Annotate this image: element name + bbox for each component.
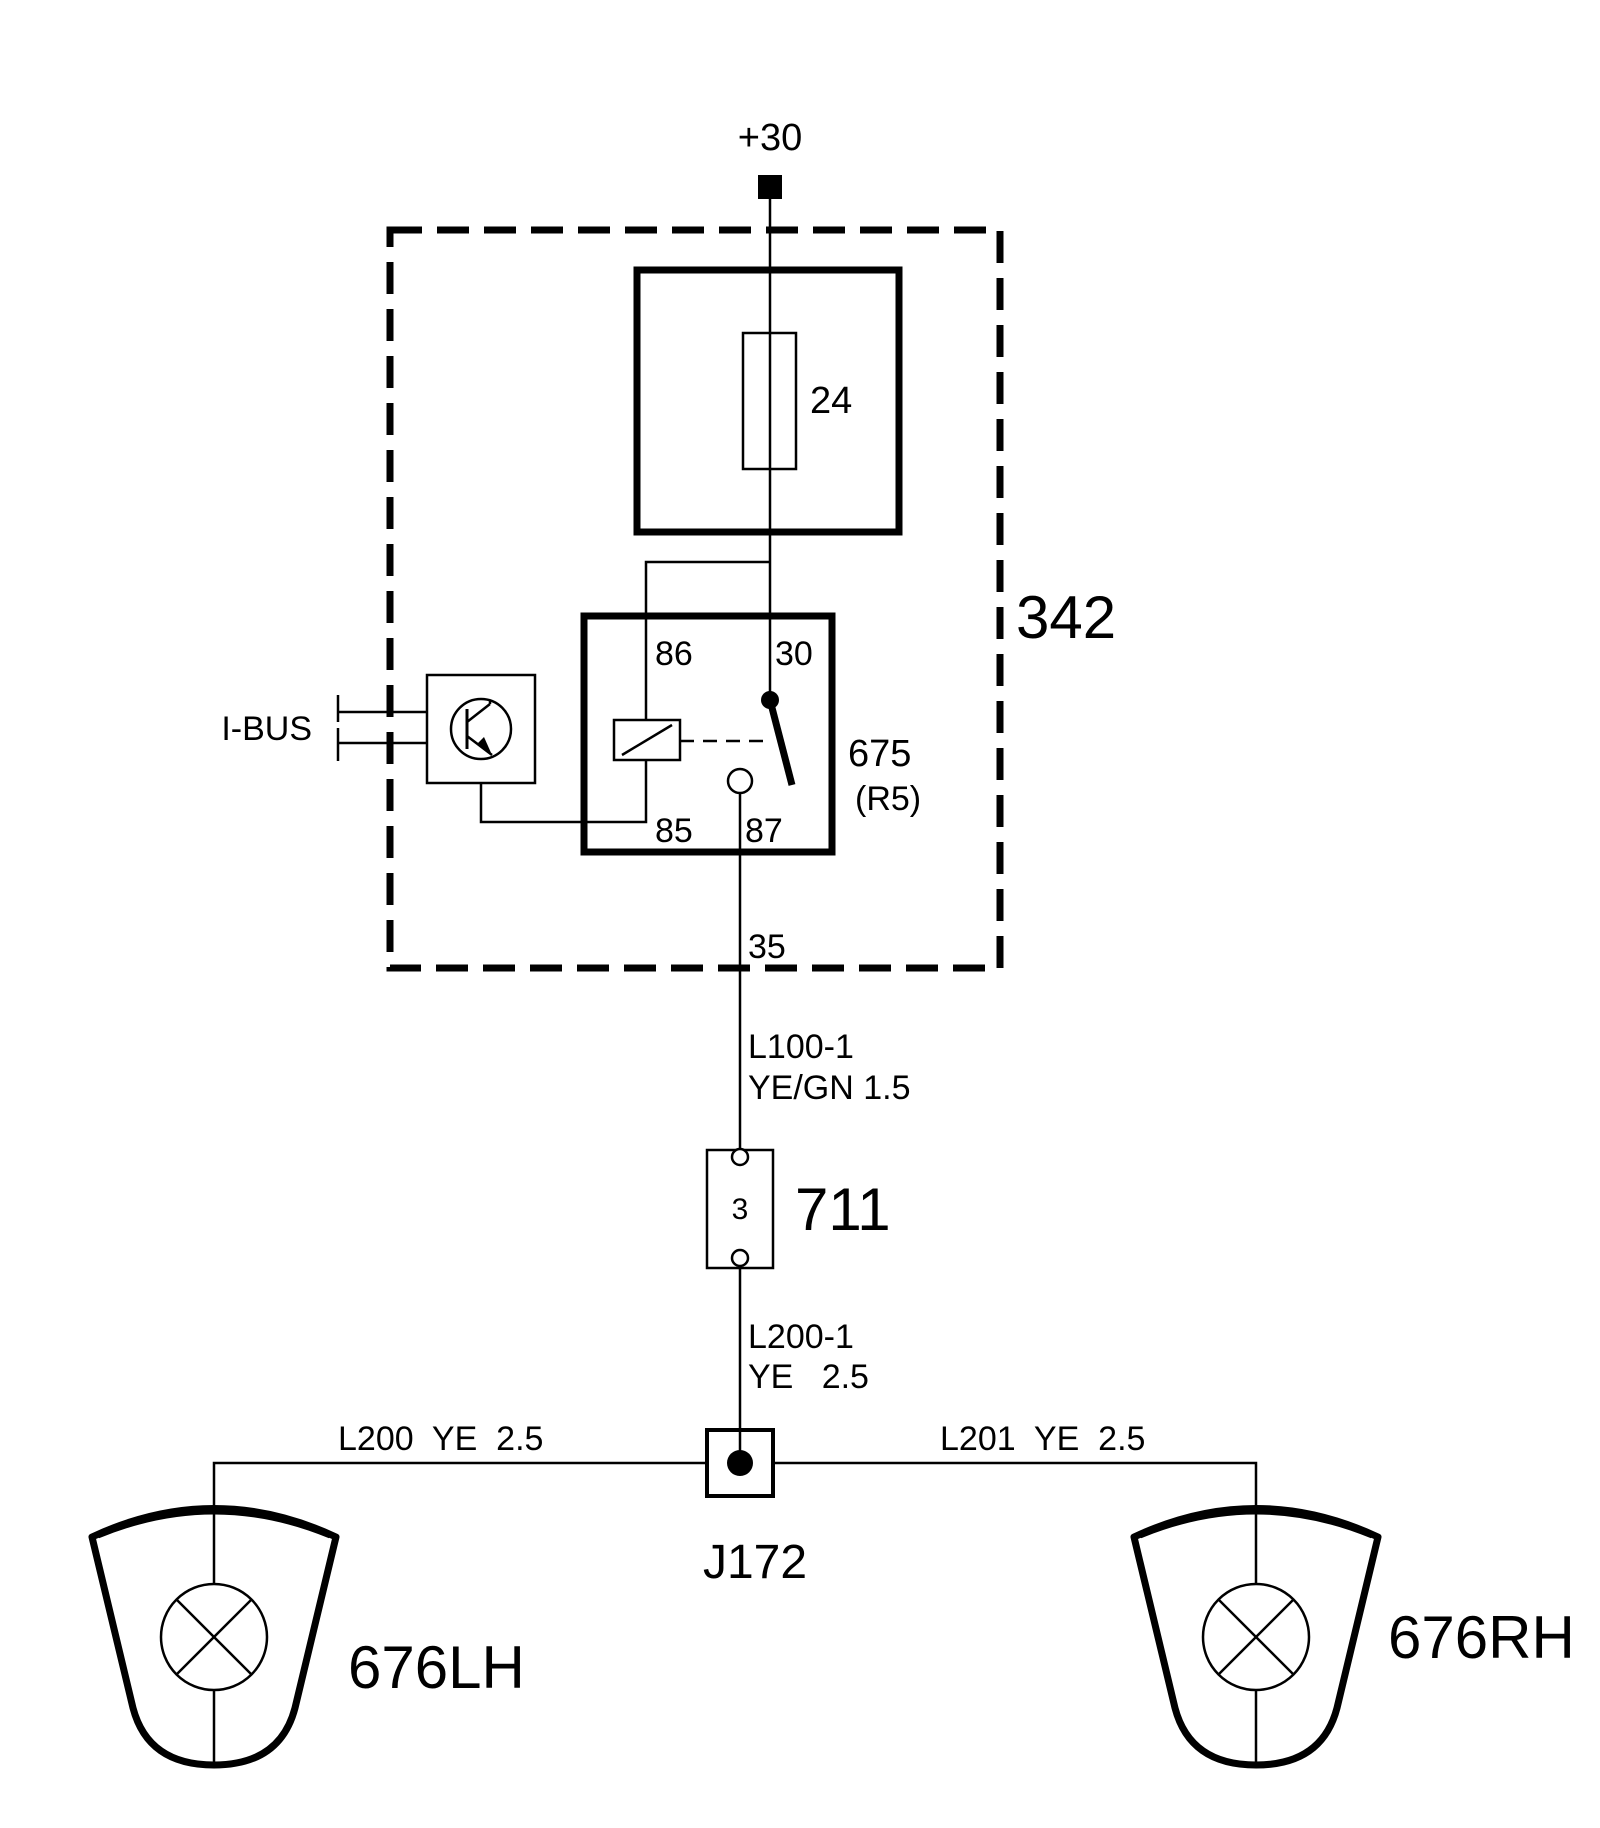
i-bus-connection: I-BUS bbox=[221, 695, 427, 761]
pin-87-label: 87 bbox=[745, 812, 783, 850]
wire-l200-label: L200 YE 2.5 bbox=[338, 1420, 543, 1458]
wire-l200-1-spec: YE 2.5 bbox=[748, 1358, 869, 1396]
connector-label: 711 bbox=[795, 1176, 891, 1243]
supply-label: +30 bbox=[738, 117, 802, 159]
wire-l201-label: L201 YE 2.5 bbox=[940, 1420, 1145, 1458]
pin-30-label: 30 bbox=[775, 635, 813, 673]
pin-86-label: 86 bbox=[655, 635, 693, 673]
switch-arm bbox=[766, 699, 796, 786]
wire-l100-1-spec: YE/GN 1.5 bbox=[748, 1069, 911, 1107]
coil-feed-wire bbox=[644, 560, 770, 742]
lamp-right-label: 676RH bbox=[1388, 1604, 1575, 1671]
junction-label: J172 bbox=[703, 1536, 807, 1589]
relay-675: 86 30 85 87 675 (R5) bbox=[580, 612, 921, 856]
coil-return-wire bbox=[479, 783, 648, 824]
wire-l100-1-id: L100-1 bbox=[748, 1028, 854, 1066]
lamp-left-label: 676LH bbox=[348, 1634, 525, 1701]
junction-j172: J172 bbox=[703, 1428, 807, 1589]
module-342-outline bbox=[386, 226, 1004, 972]
i-bus-label: I-BUS bbox=[221, 710, 312, 748]
lamp-676rh: 676RH bbox=[1130, 1505, 1575, 1769]
connector-711: 3 711 bbox=[705, 1147, 891, 1270]
module-label: 342 bbox=[1016, 584, 1116, 651]
connector-pin-label: 3 bbox=[732, 1193, 749, 1226]
relay-sub-label: (R5) bbox=[855, 780, 921, 818]
transistor-module bbox=[425, 673, 537, 785]
fuse-box: 24 bbox=[633, 266, 903, 536]
pin-85-label: 85 bbox=[655, 812, 693, 850]
right-lamp-wire bbox=[773, 1461, 1258, 1540]
relay-label: 675 bbox=[848, 733, 911, 775]
lamp-676lh: 676LH bbox=[88, 1505, 525, 1769]
wire-l200-1-id: L200-1 bbox=[748, 1318, 854, 1356]
transistor-icon bbox=[449, 697, 513, 761]
fuse-label: 24 bbox=[810, 380, 852, 422]
pin-35-label: 35 bbox=[748, 928, 786, 966]
supply-terminal: +30 bbox=[738, 117, 802, 199]
contact-87 bbox=[726, 767, 754, 795]
left-lamp-wire bbox=[212, 1461, 707, 1510]
